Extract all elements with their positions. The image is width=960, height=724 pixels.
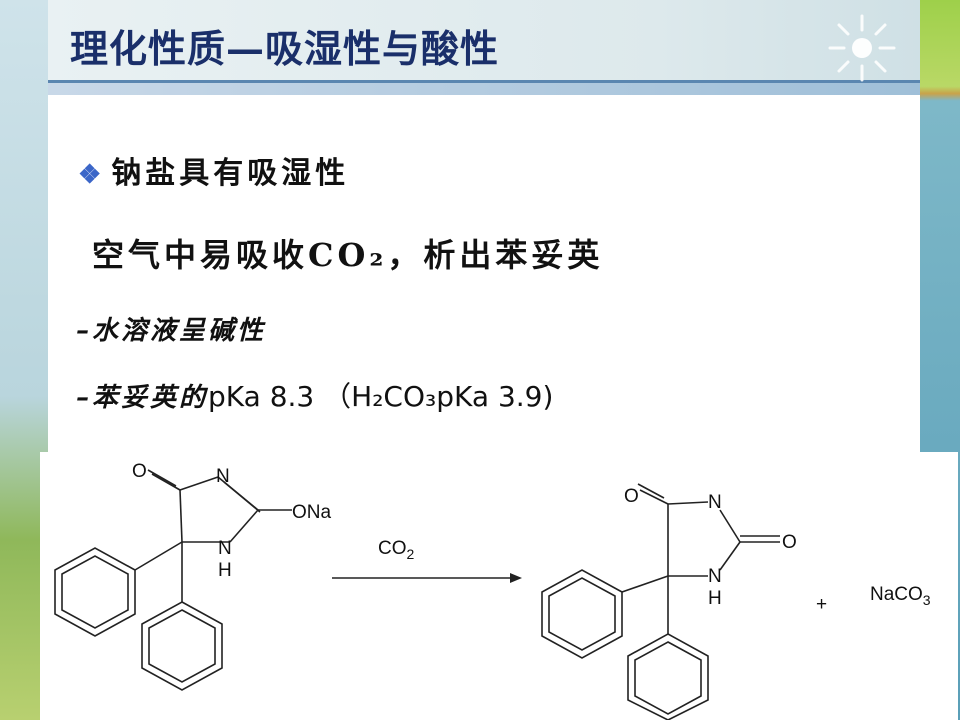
reaction-scheme-svg: O N ONa N H CO2 O N O N H (54, 461, 931, 721)
product-nh-h-label: H (708, 588, 722, 609)
byproduct-label: NaCO3 (870, 584, 931, 608)
product-n-label: N (708, 492, 722, 513)
slide-header (48, 0, 920, 80)
sparkle-logo-icon (828, 14, 896, 82)
pka-text: –苯妥英的pKa 8.3 （H₂CO₃pKa 3.9) (76, 375, 553, 415)
plus-sign: + (816, 594, 827, 615)
product-o1-label: O (624, 486, 639, 507)
product-o2-label: O (782, 532, 797, 553)
reactant-ona-label: ONa (292, 502, 332, 523)
reactant-o-label: O (132, 461, 147, 482)
diamond-bullet-icon: ❖ (78, 160, 106, 190)
reactant-nh-n-label: N (218, 538, 232, 559)
reaction-scheme: O N ONa N H CO2 O N O N H (40, 452, 958, 721)
reactant-nh-h-label: H (218, 560, 232, 581)
co2-absorption-text: 空气中易吸收CO₂，析出苯妥英 (92, 236, 604, 274)
bullet-text: 钠盐具有吸湿性 (111, 156, 350, 191)
header-stripe (48, 83, 920, 95)
pka-label: –苯妥英的 (76, 383, 209, 413)
reactant-structure (54, 469, 292, 691)
alkaline-solution-text: –水溶液呈碱性 (76, 316, 267, 346)
product-nh-n-label: N (708, 566, 722, 587)
arrow-head (510, 573, 522, 583)
slide-content-area (48, 95, 920, 455)
pka-value: pKa 8.3 （H₂CO₃pKa 3.9) (208, 380, 554, 413)
bullet-hygroscopic: ❖钠盐具有吸湿性 (78, 148, 349, 192)
header-divider (48, 80, 920, 83)
reactant-n-label: N (216, 466, 230, 487)
reagent-label: CO2 (378, 538, 415, 562)
slide-title: 理化性质—吸湿性与酸性 (70, 26, 500, 71)
product-structure (541, 483, 780, 721)
